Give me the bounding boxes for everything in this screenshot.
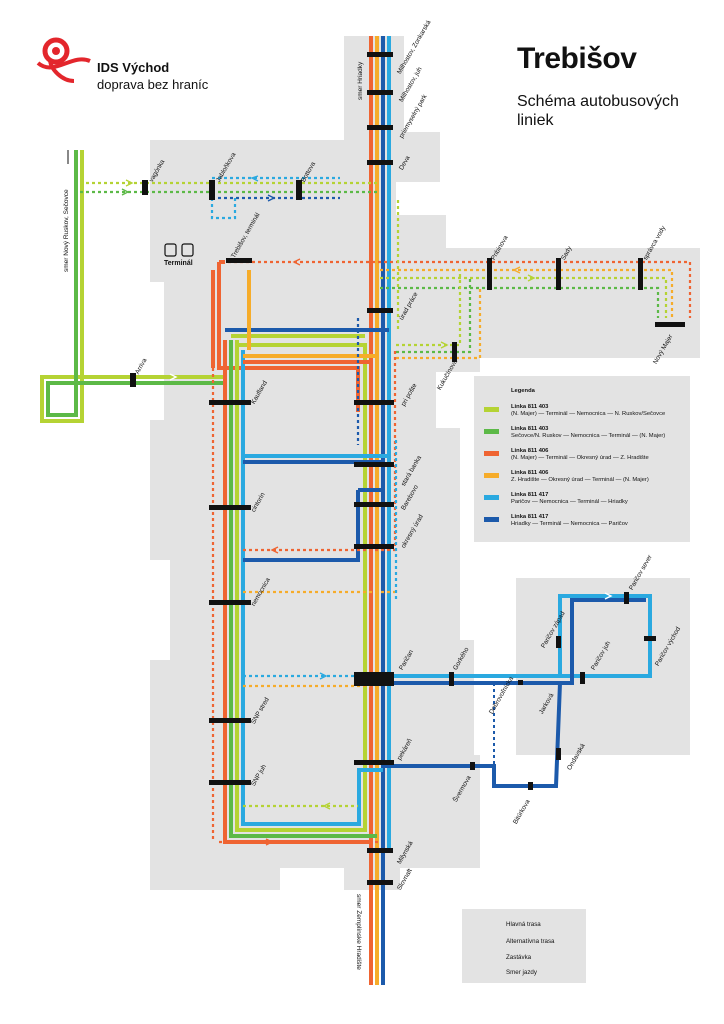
legend-line-route: Sečovce/N. Ruskov — Nemocnica — Terminál…: [511, 433, 666, 439]
legend-line-name: Linka 811 403: [511, 426, 549, 432]
legend-swatch: [484, 451, 499, 456]
terminal-label: Terminál: [164, 260, 193, 267]
legend-swatch: [484, 473, 499, 478]
direction-hriadky: smer Hriadky: [357, 61, 364, 100]
legend-swatch: [484, 495, 499, 500]
legend-title: Legenda: [511, 388, 535, 394]
key-direction: Smer jazdy: [506, 969, 537, 976]
city-title: Trebišov: [517, 42, 637, 75]
legend: Legenda Linka 811 403(N. Majer) — Termin…: [474, 376, 690, 542]
direction-sečovce: smer Nový Ruskov, Sečovce: [63, 189, 70, 272]
key-main-route: Hlavná trasa: [506, 921, 541, 928]
brand-name: IDS Východ: [97, 60, 170, 75]
legend-line-route: Z. Hradište — Okresný úrad — Terminál — …: [511, 477, 649, 483]
ids-vychod-logo: [36, 37, 91, 83]
legend-swatch: [484, 407, 499, 412]
legend-line-route: (N. Majer) — Terminál — Okresný úrad — Z…: [511, 455, 649, 461]
key-stop: Zastávka: [506, 954, 532, 961]
legend-line-route: (N. Majer) — Terminál — Nemocnica — N. R…: [511, 411, 666, 417]
legend-swatch: [484, 429, 499, 434]
legend-line-name: Linka 811 417: [511, 514, 549, 520]
legend-line-route: Hriadky — Terminál — Nemocnica — Paričov: [511, 521, 628, 527]
map-subtitle: Schéma autobusových liniek: [517, 93, 679, 129]
legend-swatch: [484, 517, 499, 522]
direction-zemplinske-hradiste: smer Zemplínske Hradište: [355, 894, 362, 970]
route-sečovce-branch: [40, 150, 225, 423]
legend-line-name: Linka 811 417: [511, 492, 549, 498]
legend-line-name: Linka 811 406: [511, 448, 549, 454]
key-alternative-route: Alternatívna trasa: [506, 938, 555, 945]
stop-markers: [130, 52, 685, 885]
brand-tagline: doprava bez hraníc: [97, 77, 209, 92]
direction-arrows: [121, 175, 613, 846]
legend-line-name: Linka 811 403: [511, 404, 549, 410]
bus-icon: [164, 243, 194, 257]
legend-line-route: Paričov — Nemocnica — Terminál — Hriadky: [511, 499, 628, 505]
map-key: Hlavná trasa Alternatívna trasa Zastávka…: [462, 909, 586, 983]
legend-line-name: Linka 811 406: [511, 470, 549, 476]
